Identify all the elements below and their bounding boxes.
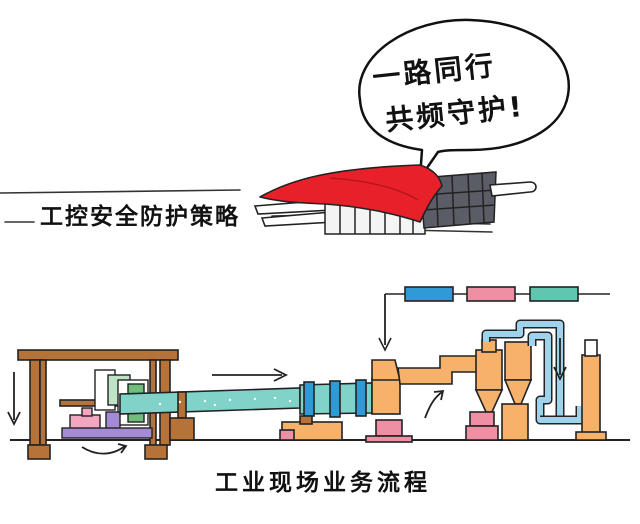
down-arrow-right <box>553 338 567 382</box>
strategy-title: 工控安全防护策略 <box>40 204 240 230</box>
flying-hero <box>253 164 537 235</box>
kiln-hood <box>365 359 413 443</box>
exhaust-stack <box>575 339 607 441</box>
down-arrow-left <box>7 372 21 427</box>
process-title: 工业现场业务流程 <box>215 470 431 496</box>
speech-bubble <box>358 18 571 180</box>
signal-bar <box>378 286 610 352</box>
curve-arrow-duct <box>424 391 443 419</box>
orange-duct <box>397 355 481 385</box>
cyclone-separators <box>465 339 533 441</box>
right-arrow-kiln <box>212 368 289 382</box>
kiln-supports <box>169 415 343 441</box>
kiln-particles <box>158 396 292 407</box>
rotary-kiln <box>119 379 373 419</box>
curve-arrow-feed <box>81 445 126 455</box>
